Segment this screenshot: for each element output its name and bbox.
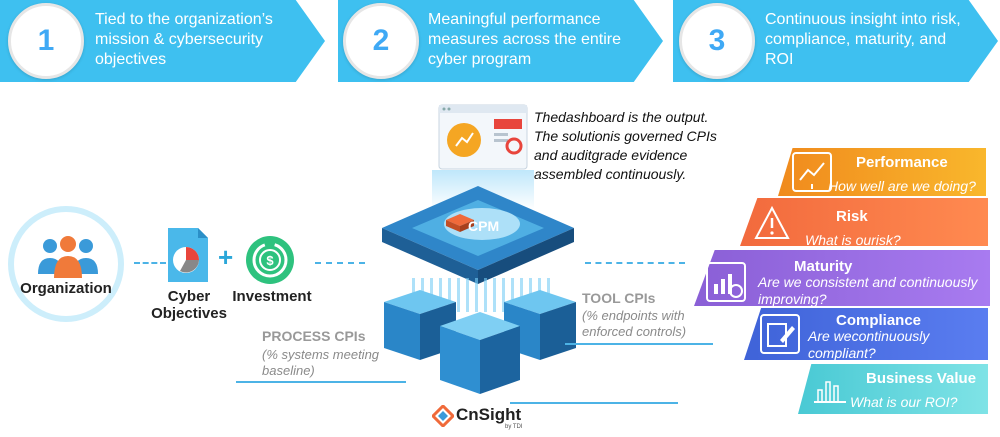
process-cpis-line — [236, 381, 406, 383]
outcome-maturity-question: Are we consistent and continuously impro… — [758, 274, 978, 307]
outcome-business-value-title: Business Value — [866, 370, 977, 387]
process-cpis-sub: (% systems meeting baseline) — [262, 347, 380, 378]
outcome-risk-title: Risk — [836, 208, 868, 225]
cnsight-brand: CnSight — [456, 405, 522, 424]
cnsight-brand-by: by TDI — [505, 424, 523, 430]
connector-cpm-outcomes — [585, 262, 685, 264]
server-cubes — [380, 282, 580, 402]
step-2-number: 2 — [343, 3, 419, 79]
outcome-compliance-band — [744, 308, 988, 360]
chart-board-icon — [792, 152, 832, 192]
outcome-performance-question: How well are we doing? — [828, 178, 976, 194]
cyber-objectives-icon — [164, 226, 212, 284]
investment-icon: $ — [244, 234, 296, 286]
step-3-text: Continuous insight into risk, compliance… — [765, 11, 961, 68]
tool-cpis-title: TOOL CPIs — [582, 290, 656, 306]
connector-investment-cpm — [315, 262, 365, 264]
tool-cpis-sub: (% endpoints with enforced controls) — [582, 308, 687, 339]
step-2-text: Meaningful performance measures across t… — [428, 11, 621, 68]
warning-icon — [754, 205, 790, 240]
cnsight-logo-icon — [430, 403, 456, 429]
cyber-objectives-label: Cyber Objectives — [151, 288, 227, 322]
process-cpis-title: PROCESS CPIs — [262, 328, 366, 344]
outcome-maturity-band — [694, 250, 990, 306]
outcome-compliance-question: Are wecontinuously compliant? — [808, 328, 930, 361]
step-3-number: 3 — [679, 3, 755, 79]
organization-label: Organization — [20, 280, 112, 297]
svg-text:$: $ — [266, 253, 274, 268]
outcome-risk-question: What is ourisk? — [805, 232, 901, 248]
connector-org-objectives — [134, 262, 166, 264]
dashboard-monitor-icon — [438, 104, 528, 170]
growth-chart-icon — [706, 262, 746, 302]
cpm-platform — [378, 178, 578, 288]
cpm-label: CPM — [468, 218, 500, 234]
outcome-maturity-title: Maturity — [794, 258, 853, 275]
people-icon — [36, 234, 100, 278]
document-pen-icon — [760, 314, 800, 354]
bar-chart-icon — [812, 372, 848, 404]
plus-sign: + — [218, 242, 234, 272]
organization-ring — [8, 206, 124, 322]
investment-label: Investment — [232, 288, 312, 305]
step-1-text: Tied to the organization’s mission & cyb… — [95, 11, 273, 68]
outcome-performance-title: Performance — [856, 154, 948, 171]
outcome-compliance-title: Compliance — [836, 312, 922, 329]
dashboard-note: Thedashboard is the output. The solution… — [534, 109, 717, 182]
outcome-business-value-question: What is our ROI? — [850, 394, 958, 410]
step-1-number: 1 — [8, 3, 84, 79]
tool-cpis-line — [565, 343, 713, 345]
bottom-cube-line — [510, 402, 678, 404]
